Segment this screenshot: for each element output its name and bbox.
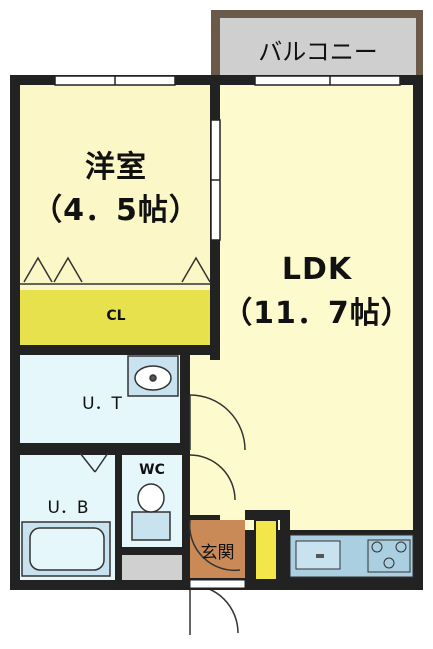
bathtub [21, 521, 111, 577]
toilet-fixture [131, 483, 171, 541]
storage-floor [122, 555, 182, 580]
balcony-label: バルコニー [258, 38, 378, 66]
balcony-area [220, 18, 416, 76]
closet-label: CL [106, 308, 126, 324]
shoe-cabinet [254, 519, 278, 581]
western-room-floor [20, 85, 210, 290]
hall-floor [190, 455, 260, 515]
western-room-name: 洋室 [85, 150, 147, 185]
entrance-label: 玄関 [200, 543, 235, 563]
ldk-name: LDK [281, 252, 353, 287]
ldk-size: （11．7帖） [222, 296, 412, 331]
stove-burners [367, 539, 411, 573]
utility-label: U．T [82, 394, 122, 414]
windows [54, 75, 401, 241]
toilet-label: WC [139, 462, 165, 478]
closet-floor [20, 290, 210, 345]
bath-label: U．B [47, 498, 89, 518]
entrance-door [189, 579, 246, 589]
sink-drain [316, 554, 324, 558]
closet-doors [20, 256, 211, 285]
western-room-size: （4．5帖） [32, 193, 200, 228]
washbasin [127, 355, 179, 397]
